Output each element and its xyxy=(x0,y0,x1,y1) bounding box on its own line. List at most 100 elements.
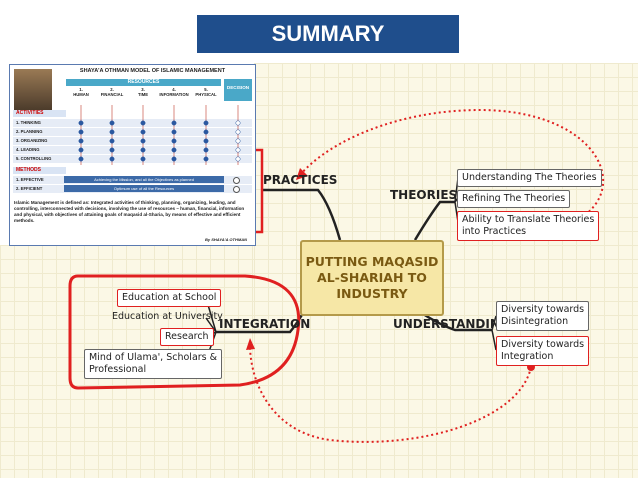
leaf-line: Diversity towards xyxy=(501,339,585,350)
management-definition: Islamic Management is defined as: Integr… xyxy=(14,200,245,223)
leaf-ability-to-translate: Ability to Translate Theories into Pract… xyxy=(457,211,600,241)
resource-name: INFORMATION xyxy=(159,92,189,97)
model-grid-dot xyxy=(203,147,209,153)
model-grid-dot xyxy=(171,147,177,153)
central-topic-line: AL-SHARIAH TO xyxy=(317,270,427,285)
decision-marker xyxy=(233,177,240,184)
resource-name: PHYSICAL xyxy=(195,92,217,97)
leaf-understanding-the-theories: Understanding The Theories xyxy=(457,169,602,187)
leaf-refining-the-theories: Refining The Theories xyxy=(457,190,571,208)
activity-label: 5. CONTROLLING xyxy=(16,156,52,161)
model-grid-dot xyxy=(235,120,241,126)
author-photo xyxy=(14,69,52,111)
decision-header: DECISION xyxy=(224,79,252,101)
integration-highlight-outline xyxy=(68,274,301,390)
model-grid-dot xyxy=(235,129,241,135)
practices-connector xyxy=(262,188,342,241)
theories-to-practices-arrow xyxy=(299,108,605,216)
model-grid-dot xyxy=(140,120,146,126)
summary-banner: SUMMARY xyxy=(197,15,459,53)
leaf-research: Research xyxy=(160,328,214,346)
central-topic-line: PUTTING MAQASID xyxy=(305,254,439,269)
branch-theories: THEORIES xyxy=(390,188,458,202)
branch-practices: PRACTICES xyxy=(263,173,338,187)
integration-sub-connector xyxy=(203,297,217,361)
model-grid-dot xyxy=(140,138,146,144)
model-grid-dot xyxy=(171,156,177,162)
central-topic: PUTTING MAQASID AL-SHARIAH TO INDUSTRY xyxy=(300,240,444,316)
resource-number: 5. xyxy=(204,87,208,92)
leaf-diversity-disintegration: Diversity towards Disintegration xyxy=(496,301,590,331)
model-grid-dot xyxy=(109,120,115,126)
model-grid-dot xyxy=(109,156,115,162)
resource-number: 4. xyxy=(172,87,176,92)
leaf-diversity-integration: Diversity towards Integration xyxy=(496,336,590,366)
model-grid-dot xyxy=(78,147,84,153)
practices-highlight-bracket xyxy=(254,148,264,234)
resource-number: 3. xyxy=(141,87,145,92)
mindmap-grid-background xyxy=(254,63,638,478)
model-grid-dot xyxy=(78,138,84,144)
resource-column-human: 1. HUMAN xyxy=(66,87,96,97)
decision-marker xyxy=(233,186,240,193)
method-label: 2. EFFICIENT xyxy=(16,186,43,191)
method-description: Optimum use of all the Resources xyxy=(64,185,224,192)
leaf-line: Diversity towards xyxy=(501,304,585,315)
model-grid-dot xyxy=(109,138,115,144)
resources-header: RESOURCES xyxy=(66,79,221,86)
activity-row: 1. THINKING xyxy=(13,119,252,128)
activity-dot-grid xyxy=(78,105,241,165)
leaf-line: Professional xyxy=(89,364,147,375)
model-grid-dot xyxy=(109,129,115,135)
model-grid-dot xyxy=(203,120,209,126)
model-grid-dot xyxy=(140,156,146,162)
model-grid-dot xyxy=(203,129,209,135)
activity-label: 2. PLANNING xyxy=(16,129,43,134)
model-grid-dot xyxy=(78,156,84,162)
model-grid-dot xyxy=(235,156,241,162)
model-author: By SHAYA'A OTHMAN xyxy=(205,237,247,242)
islamic-management-model-image: SHAYA'A OTHMAN MODEL OF ISLAMIC MANAGEME… xyxy=(9,64,256,246)
theories-connector xyxy=(413,200,455,241)
leaf-education-at-school: Education at School xyxy=(117,289,222,307)
leaf-line: Integration xyxy=(501,351,554,362)
practices-arrowhead xyxy=(296,168,308,180)
resource-column-physical: 5. PHYSICAL xyxy=(191,87,221,97)
branch-understanding: UNDERSTANDING xyxy=(393,317,510,331)
method-label: 1. EFFECTIVE xyxy=(16,177,44,182)
activity-label: 3. ORGANIZING xyxy=(16,138,48,143)
methods-header: METHODS xyxy=(13,167,66,174)
resource-column-time: 3. TIME xyxy=(128,87,158,97)
model-grid-dot xyxy=(171,138,177,144)
model-grid-dot xyxy=(203,156,209,162)
model-grid-dot xyxy=(78,120,84,126)
activity-row: 4. LEADING xyxy=(13,146,252,155)
resource-column-information: 4. INFORMATION xyxy=(159,87,189,97)
central-topic-line: INDUSTRY xyxy=(336,286,408,301)
integration-arrowhead xyxy=(246,338,255,350)
method-description: Achieving the Mission, and all the Objec… xyxy=(64,176,224,183)
leaf-line: Disintegration xyxy=(501,316,569,327)
resource-name: HUMAN xyxy=(73,92,89,97)
model-grid-dot xyxy=(171,129,177,135)
model-grid-dots xyxy=(78,105,241,165)
leaf-line: into Practices xyxy=(462,226,527,237)
activity-label: 4. LEADING xyxy=(16,147,40,152)
model-grid-dot xyxy=(235,138,241,144)
summary-title: SUMMARY xyxy=(271,21,385,46)
model-grid-dot xyxy=(171,120,177,126)
model-grid-dot xyxy=(235,147,241,153)
activity-row: 2. PLANNING xyxy=(13,128,252,137)
understanding-sub-connector xyxy=(491,315,497,351)
resource-column-financial: 2. FINANCIAL xyxy=(97,87,127,97)
resource-name: FINANCIAL xyxy=(100,92,124,97)
model-grid-dot xyxy=(140,129,146,135)
activity-label: 1. THINKING xyxy=(16,120,41,125)
activity-row: 3. ORGANIZING xyxy=(13,137,252,146)
model-grid-dot xyxy=(203,138,209,144)
branch-integration: INTEGRATION xyxy=(219,317,311,331)
model-grid-dot xyxy=(109,147,115,153)
leaf-line: Mind of Ulama', Scholars & xyxy=(89,352,218,363)
resource-number: 1. xyxy=(79,87,83,92)
understanding-to-integration-arrow xyxy=(249,344,532,443)
